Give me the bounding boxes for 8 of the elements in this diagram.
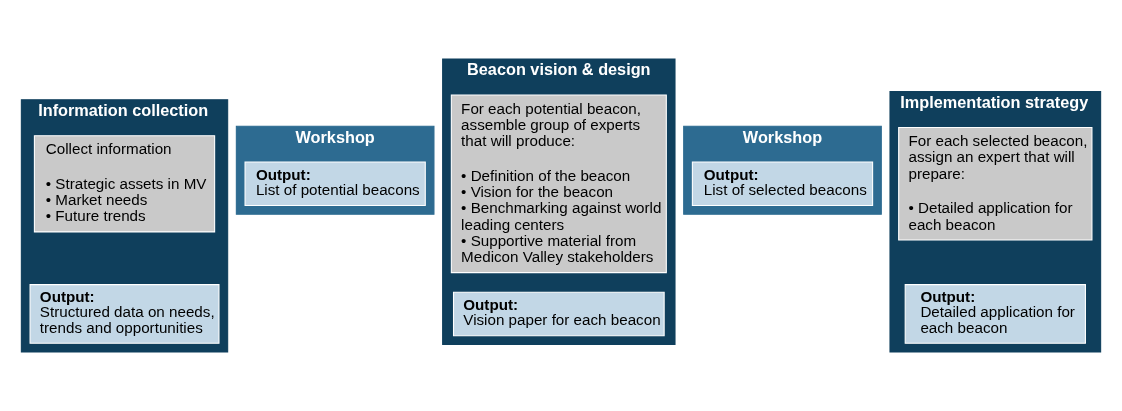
node-box: Output: Structured data on needs, trends and opportunities [29, 284, 220, 344]
node-box: For each selected beacon, assign an expert that will prepare: • Detailed application for each beacon [898, 127, 1093, 241]
node-box: Output: List of selected beacons [691, 161, 874, 207]
node-box: For each potential beacon, assemble group of experts that will produce: • Definition of the beacon • Vision for the beacon • Benchmarking against world leading centers • Supportive material from Medicon Valley stakeholders [450, 94, 667, 274]
node-box: Collect information • Strategic assets in MV • Market needs • Future trends [33, 135, 216, 233]
node-box: Output: Detailed application for each beacon [904, 284, 1086, 344]
node-box: Output: Vision paper for each beacon [452, 291, 665, 337]
node-box: Output: List of potential beacons [244, 161, 426, 207]
